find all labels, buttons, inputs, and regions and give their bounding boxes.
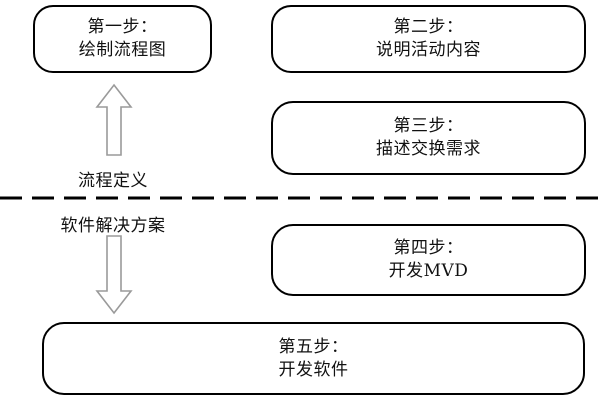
arrow-up-icon [95,83,133,156]
step-box-4[interactable]: 第四步： 开发MVD [271,224,586,296]
step-4-body: 开发MVD [388,261,469,281]
step-4-title: 第四步： [393,238,464,259]
step-box-2[interactable]: 第二步： 说明活动内容 [271,5,586,73]
section-divider [0,196,600,200]
arrow-down-icon [95,235,133,315]
step-2-body: 说明活动内容 [376,40,481,60]
step-box-5[interactable]: 第五步： 开发软件 [42,322,585,395]
step-3-title: 第三步： [393,116,464,137]
step-box-3[interactable]: 第三步： 描述交换需求 [271,101,586,175]
step-2-title: 第二步： [393,17,464,38]
step-1-body: 绘制流程图 [78,40,167,60]
section-label-process: 流程定义 [78,171,148,191]
section-label-software: 软件解决方案 [60,216,166,236]
step-3-body: 描述交换需求 [376,139,481,159]
step-1-title: 第一步： [87,17,158,38]
step-5-body: 开发软件 [278,359,349,380]
step-box-1[interactable]: 第一步： 绘制流程图 [33,5,212,73]
step-5-title: 第五步： [278,336,349,357]
